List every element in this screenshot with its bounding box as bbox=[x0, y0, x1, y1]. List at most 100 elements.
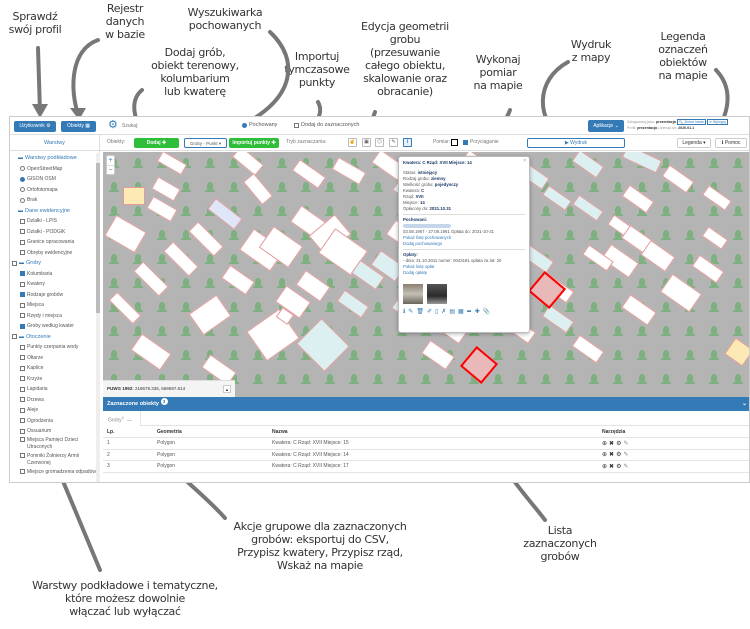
layer-item[interactable]: Punkty czerpania wody bbox=[12, 342, 98, 353]
checkbox[interactable] bbox=[20, 323, 25, 329]
checkbox[interactable] bbox=[20, 397, 25, 403]
grave-polygon[interactable] bbox=[621, 294, 657, 326]
select-hand-icon[interactable]: ☝ bbox=[348, 138, 357, 147]
layer-item[interactable]: Lapidaria bbox=[12, 384, 98, 395]
tool-action-icon[interactable]: ✗ bbox=[441, 309, 447, 315]
grave-polygon[interactable] bbox=[130, 333, 172, 371]
layer-item[interactable]: Kaplice bbox=[12, 363, 98, 374]
brush-action-icon[interactable]: ✎ bbox=[408, 309, 414, 315]
zoom-in-button[interactable]: + bbox=[107, 157, 114, 166]
layer-group[interactable]: ▬Groby bbox=[12, 258, 98, 269]
grave-polygon[interactable] bbox=[156, 152, 188, 176]
select-box-icon[interactable]: ▣ bbox=[362, 138, 371, 147]
edit-icon[interactable]: ✎ bbox=[623, 463, 631, 470]
edit-action-icon[interactable]: ✐ bbox=[426, 309, 432, 315]
group-checkbox[interactable] bbox=[12, 334, 17, 340]
grave-polygon[interactable] bbox=[188, 294, 232, 336]
info-action-icon[interactable]: ℹ bbox=[403, 309, 406, 315]
checkbox[interactable] bbox=[20, 281, 25, 287]
settings-icon[interactable]: ⚙ bbox=[616, 463, 624, 470]
collapse-panel-icon[interactable]: ⌄ bbox=[741, 401, 747, 407]
layer-item[interactable]: Groby według kwater bbox=[12, 321, 98, 332]
grave-polygon[interactable] bbox=[188, 221, 224, 257]
selected-grave-polygon[interactable] bbox=[527, 271, 567, 309]
checkbox[interactable] bbox=[20, 365, 25, 371]
checkbox[interactable] bbox=[20, 313, 25, 319]
layer-item[interactable]: Ortofotomapa bbox=[12, 185, 98, 196]
layer-group[interactable]: ▬Dane ewidencyjne bbox=[12, 206, 98, 217]
tab-graves[interactable]: Groby3 — bbox=[103, 411, 141, 426]
grave-polygon[interactable] bbox=[163, 241, 199, 277]
grave-polygon[interactable] bbox=[242, 173, 274, 205]
grave-polygon[interactable] bbox=[123, 187, 145, 205]
logout-button[interactable]: ➜ Wyloguj bbox=[706, 119, 728, 125]
layer-item[interactable]: Krzyże bbox=[12, 374, 98, 385]
edit-icon[interactable]: ✎ bbox=[623, 440, 631, 447]
zoom-to-icon[interactable]: ⊕ bbox=[602, 463, 610, 470]
help-button[interactable]: ℹ Pomoc bbox=[715, 138, 747, 148]
grave-polygon[interactable] bbox=[621, 152, 663, 174]
layer-item[interactable]: Ossuarium bbox=[12, 426, 98, 437]
zoom-to-icon[interactable]: ⊕ bbox=[602, 440, 610, 447]
grave-polygon[interactable] bbox=[291, 159, 327, 189]
selected-objects-header[interactable]: Zaznaczone obiekty 3 ⌄ bbox=[103, 397, 749, 411]
import-points-button[interactable]: Importuj punkty ✚ bbox=[229, 138, 279, 148]
add-button[interactable]: Dodaj ✚ bbox=[134, 138, 179, 148]
table-row[interactable]: 2 Polygon Kwatera: C Rząd: XVII Miejsce:… bbox=[103, 449, 749, 461]
selected-grave-polygon[interactable] bbox=[459, 346, 499, 384]
checkbox[interactable] bbox=[20, 292, 25, 298]
checkbox[interactable] bbox=[20, 452, 25, 458]
checkbox[interactable] bbox=[20, 250, 25, 256]
layer-item[interactable]: Pomniki Żołnierzy Armii Czerwonej bbox=[12, 452, 98, 467]
grave-photo-1[interactable] bbox=[403, 284, 423, 304]
checkbox[interactable] bbox=[20, 436, 25, 442]
checkbox[interactable] bbox=[20, 407, 25, 413]
layer-item[interactable]: Ogrodzenia bbox=[12, 416, 98, 427]
checkbox[interactable] bbox=[20, 376, 25, 382]
grave-photo-2[interactable] bbox=[427, 284, 447, 304]
layer-item[interactable]: Miejsca bbox=[12, 300, 98, 311]
checkbox[interactable] bbox=[20, 386, 25, 392]
radio-button[interactable] bbox=[20, 197, 25, 203]
settings-icon[interactable]: ⚙ bbox=[616, 440, 624, 447]
radio-button[interactable] bbox=[20, 187, 25, 193]
grave-polygon[interactable] bbox=[221, 264, 255, 296]
layer-item[interactable]: Rodzaje grobów bbox=[12, 290, 98, 301]
legend-button[interactable]: Legenda ▾ bbox=[677, 138, 711, 148]
sidebar-scrollbar[interactable] bbox=[96, 153, 100, 482]
checkbox[interactable] bbox=[20, 355, 25, 361]
delete-action-icon[interactable]: 🗑 bbox=[416, 309, 424, 315]
grave-polygon[interactable] bbox=[691, 254, 725, 284]
layer-item[interactable]: GISON OSM bbox=[12, 174, 98, 185]
document-action-icon[interactable]: ▤ bbox=[449, 309, 455, 315]
layer-item[interactable]: Obręby ewidencyjne bbox=[12, 248, 98, 259]
attach-action-icon[interactable]: 📎 bbox=[482, 309, 491, 315]
layer-item[interactable]: Działki - PODGiK bbox=[12, 227, 98, 238]
group-checkbox[interactable] bbox=[12, 260, 17, 266]
register-action-icon[interactable]: ▦ bbox=[457, 309, 464, 315]
grave-polygon[interactable] bbox=[571, 152, 605, 179]
layer-group[interactable]: ▬Otoczenie bbox=[12, 332, 98, 343]
checkbox[interactable] bbox=[20, 271, 25, 277]
layer-item[interactable]: OpenStreetMap bbox=[12, 164, 98, 175]
remove-icon[interactable]: ✖ bbox=[609, 440, 617, 447]
change-password-button[interactable]: 🔍 Zmień hasło bbox=[676, 119, 706, 125]
collapse-up-icon[interactable]: ▲ bbox=[223, 385, 231, 393]
layer-item[interactable]: Kolumbaria bbox=[12, 269, 98, 280]
checkbox[interactable] bbox=[20, 218, 25, 224]
edit-geometry-icon[interactable]: ✎ bbox=[389, 138, 398, 147]
radio-button[interactable] bbox=[20, 176, 25, 182]
measure-icon[interactable] bbox=[451, 139, 458, 146]
grave-polygon[interactable] bbox=[571, 334, 605, 364]
layer-item[interactable]: Granice opracowania bbox=[12, 237, 98, 248]
objects-button[interactable]: Obiekty ▦ bbox=[61, 121, 96, 132]
show-buried-link[interactable]: Pokaż listę pochowanych bbox=[403, 235, 452, 240]
add-action-icon[interactable]: ✚ bbox=[474, 309, 480, 315]
checkbox[interactable] bbox=[20, 239, 25, 245]
radio-button[interactable] bbox=[20, 166, 25, 172]
checkbox[interactable] bbox=[20, 344, 25, 350]
select-polygon-icon[interactable]: ⬡ bbox=[375, 138, 384, 147]
checkbox[interactable] bbox=[20, 418, 25, 424]
sidebar-scrollbar-thumb[interactable] bbox=[96, 163, 100, 313]
share-action-icon[interactable]: ➦ bbox=[466, 309, 472, 315]
